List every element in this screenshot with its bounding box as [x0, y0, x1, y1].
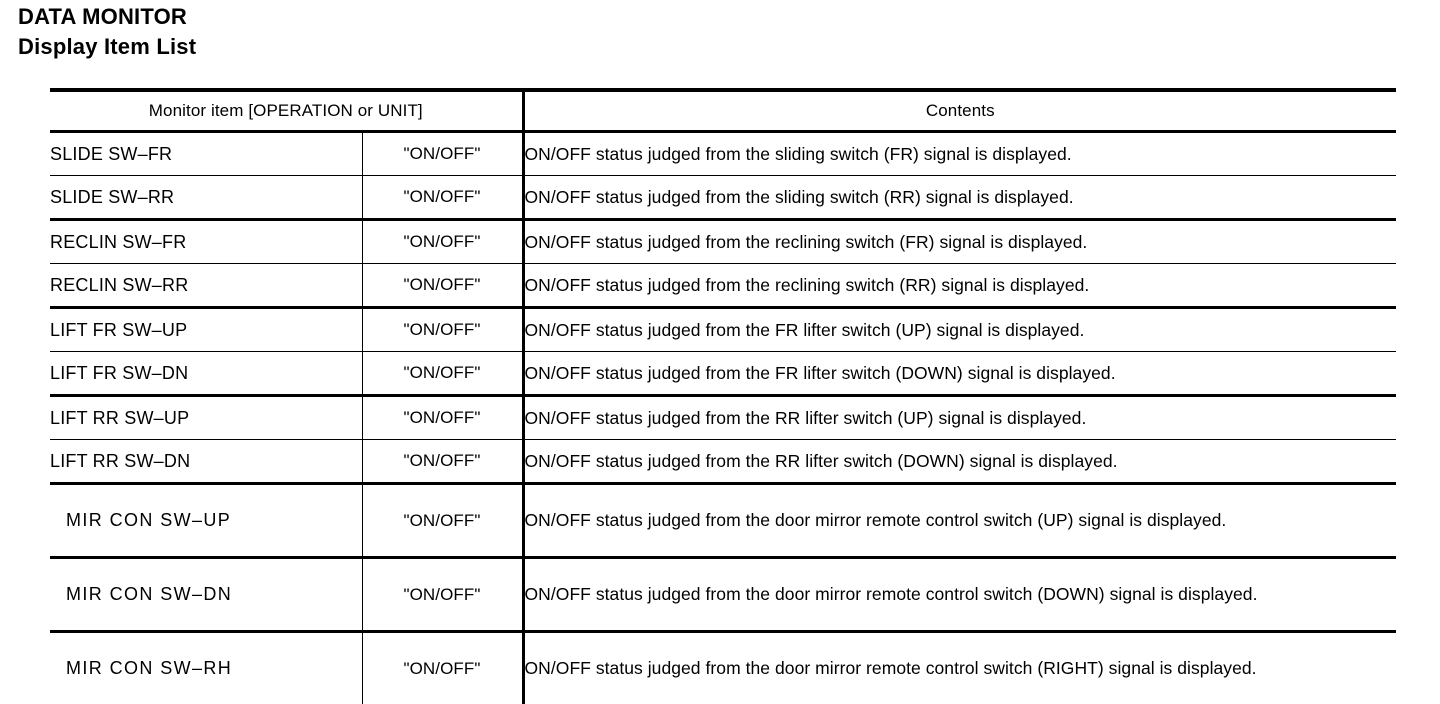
cell-monitor-item: LIFT RR SW–UP — [50, 395, 362, 440]
table-body: SLIDE SW–FR "ON/OFF" ON/OFF status judge… — [50, 131, 1397, 704]
table-row: LIFT RR SW–UP "ON/OFF" ON/OFF status jud… — [50, 395, 1397, 440]
cell-contents: ON/OFF status judged from the door mirro… — [521, 483, 1397, 559]
document-headings: DATA MONITOR Display Item List — [18, 2, 196, 62]
table-row: RECLIN SW–FR "ON/OFF" ON/OFF status judg… — [50, 219, 1397, 264]
cell-monitor-item: MIR CON SW–DN — [50, 557, 362, 633]
display-item-list-table-wrapper: Monitor item [OPERATION or UNIT] Content… — [50, 88, 1397, 704]
table-row: SLIDE SW–FR "ON/OFF" ON/OFF status judge… — [50, 131, 1397, 176]
cell-unit: "ON/OFF" — [361, 557, 524, 633]
cell-contents: ON/OFF status judged from the door mirro… — [521, 631, 1397, 704]
cell-unit: "ON/OFF" — [361, 631, 524, 704]
cell-monitor-item: LIFT FR SW–DN — [50, 351, 362, 397]
cell-monitor-item: RECLIN SW–FR — [50, 219, 362, 264]
table-header-row: Monitor item [OPERATION or UNIT] Content… — [50, 88, 1397, 133]
table-row: LIFT FR SW–DN "ON/OFF" ON/OFF status jud… — [50, 351, 1397, 397]
cell-monitor-item: SLIDE SW–FR — [50, 131, 362, 176]
cell-contents: ON/OFF status judged from the FR lifter … — [521, 351, 1397, 397]
display-item-list-table: Monitor item [OPERATION or UNIT] Content… — [50, 88, 1397, 704]
cell-contents: ON/OFF status judged from the door mirro… — [521, 557, 1397, 633]
cell-monitor-item: MIR CON SW–RH — [50, 631, 362, 704]
cell-unit: "ON/OFF" — [361, 131, 524, 176]
cell-contents: ON/OFF status judged from the reclining … — [521, 263, 1397, 309]
cell-unit: "ON/OFF" — [361, 175, 524, 221]
table-row: LIFT FR SW–UP "ON/OFF" ON/OFF status jud… — [50, 307, 1397, 352]
cell-monitor-item: RECLIN SW–RR — [50, 263, 362, 309]
table-row: RECLIN SW–RR "ON/OFF" ON/OFF status judg… — [50, 263, 1397, 309]
table-row: MIR CON SW–RH "ON/OFF" ON/OFF status jud… — [50, 631, 1397, 704]
page-title: DATA MONITOR — [18, 4, 188, 29]
cell-unit: "ON/OFF" — [361, 307, 524, 352]
cell-contents: ON/OFF status judged from the FR lifter … — [521, 307, 1397, 352]
cell-unit: "ON/OFF" — [361, 439, 524, 485]
cell-monitor-item: MIR CON SW–UP — [50, 483, 362, 559]
cell-contents: ON/OFF status judged from the sliding sw… — [521, 131, 1397, 176]
cell-contents: ON/OFF status judged from the RR lifter … — [521, 439, 1397, 485]
cell-contents: ON/OFF status judged from the RR lifter … — [521, 395, 1397, 440]
cell-unit: "ON/OFF" — [361, 395, 524, 440]
table-row: MIR CON SW–UP "ON/OFF" ON/OFF status jud… — [50, 483, 1397, 559]
column-header-contents: Contents — [521, 88, 1397, 133]
cell-contents: ON/OFF status judged from the sliding sw… — [521, 175, 1397, 221]
cell-unit: "ON/OFF" — [361, 219, 524, 264]
cell-unit: "ON/OFF" — [361, 483, 524, 559]
cell-unit: "ON/OFF" — [361, 351, 524, 397]
cell-unit: "ON/OFF" — [361, 263, 524, 309]
cell-monitor-item: SLIDE SW–RR — [50, 175, 362, 221]
table-header: Monitor item [OPERATION or UNIT] Content… — [50, 88, 1397, 133]
table-row: MIR CON SW–DN "ON/OFF" ON/OFF status jud… — [50, 557, 1397, 633]
page-subtitle: Display Item List — [18, 34, 197, 59]
column-header-monitor-item: Monitor item [OPERATION or UNIT] — [50, 88, 524, 133]
cell-monitor-item: LIFT RR SW–DN — [50, 439, 362, 485]
table-row: SLIDE SW–RR "ON/OFF" ON/OFF status judge… — [50, 175, 1397, 221]
cell-monitor-item: LIFT FR SW–UP — [50, 307, 362, 352]
cell-contents: ON/OFF status judged from the reclining … — [521, 219, 1397, 264]
table-row: LIFT RR SW–DN "ON/OFF" ON/OFF status jud… — [50, 439, 1397, 485]
